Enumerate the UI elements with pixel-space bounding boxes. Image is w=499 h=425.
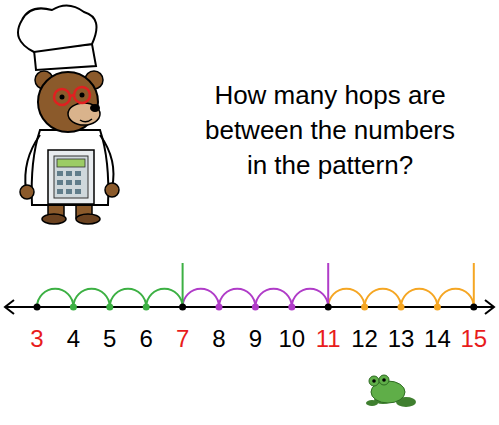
hop-arc [219,289,255,307]
coat-sleeve [100,135,114,188]
number-label: 9 [249,324,262,354]
bear-mouth [80,119,92,122]
glasses [54,89,70,105]
number-label: 4 [67,324,80,354]
calculator-key [75,189,81,194]
frog-foot [366,400,378,406]
tick-dot [34,304,41,311]
calculator-key [57,171,63,176]
coat-sleeve [25,135,40,190]
axis-arrowhead [5,300,14,314]
hop-arc [255,289,291,307]
hop-arc [183,289,219,307]
frog-pupil [372,379,376,383]
calculator-key [57,189,63,194]
pattern-number: 11 [316,324,341,354]
bear-paw [20,185,34,199]
bear-foot [76,214,100,224]
hop-arc [37,289,73,307]
tick-dot [470,304,477,311]
number-label: 10 [278,324,305,354]
tick-dot [216,304,223,311]
bear-eye [80,93,85,98]
number-line [5,263,494,314]
bear-muzzle [68,103,100,125]
hop-arc [328,289,364,307]
hop-arc [401,289,437,307]
hop-arc [110,289,146,307]
hop-arc [292,289,328,307]
bear-nose [90,104,100,112]
axis-arrowhead [485,300,494,314]
tick-dot [70,304,77,311]
bear-foot [42,214,66,224]
number-label: 5 [103,324,116,354]
pattern-number: 15 [460,324,487,354]
chef-hat-top [18,5,97,52]
tick-dot [325,304,332,311]
tick-dot [288,304,295,311]
number-label: 6 [140,324,153,354]
tick-dot [398,304,405,311]
calculator-key [66,171,72,176]
number-label: 14 [424,324,451,354]
tick-dot [434,304,441,311]
number-label: 12 [351,324,378,354]
calculator-key [75,180,81,185]
calculator-icon [54,156,88,198]
bear-paw [105,183,119,197]
calculator-key [66,189,72,194]
number-label: 13 [388,324,415,354]
pattern-marker [473,263,475,307]
calculator-keys [57,171,81,194]
glasses [74,87,90,103]
hop-arc [73,289,109,307]
frog-pupil [382,378,386,382]
pattern-number: 3 [30,324,43,354]
number-label: 8 [212,324,225,354]
calculator-key [66,180,72,185]
calculator-screen [57,159,85,167]
calculator-key [57,180,63,185]
hop-arc [365,289,401,307]
question-title: How many hops are between the numbers in… [195,78,465,183]
chef-bear [18,5,119,224]
calculator-key [75,171,81,176]
bear-eye [60,95,65,100]
number-line-axis [6,306,493,308]
tick-dot [106,304,113,311]
apron [48,150,94,204]
frog-eye [369,376,379,386]
frog-eye [379,375,389,385]
pattern-marker [182,263,184,307]
tick-dot [143,304,150,311]
pattern-number: 7 [176,324,189,354]
glasses-bridge [70,95,74,96]
hop-arc [437,289,473,307]
tick-dot [179,304,186,311]
chef-coat [32,130,109,205]
pattern-marker [327,263,329,307]
tick-dot [361,304,368,311]
hop-arc [146,289,182,307]
frog [366,375,416,407]
tick-dot [252,304,259,311]
